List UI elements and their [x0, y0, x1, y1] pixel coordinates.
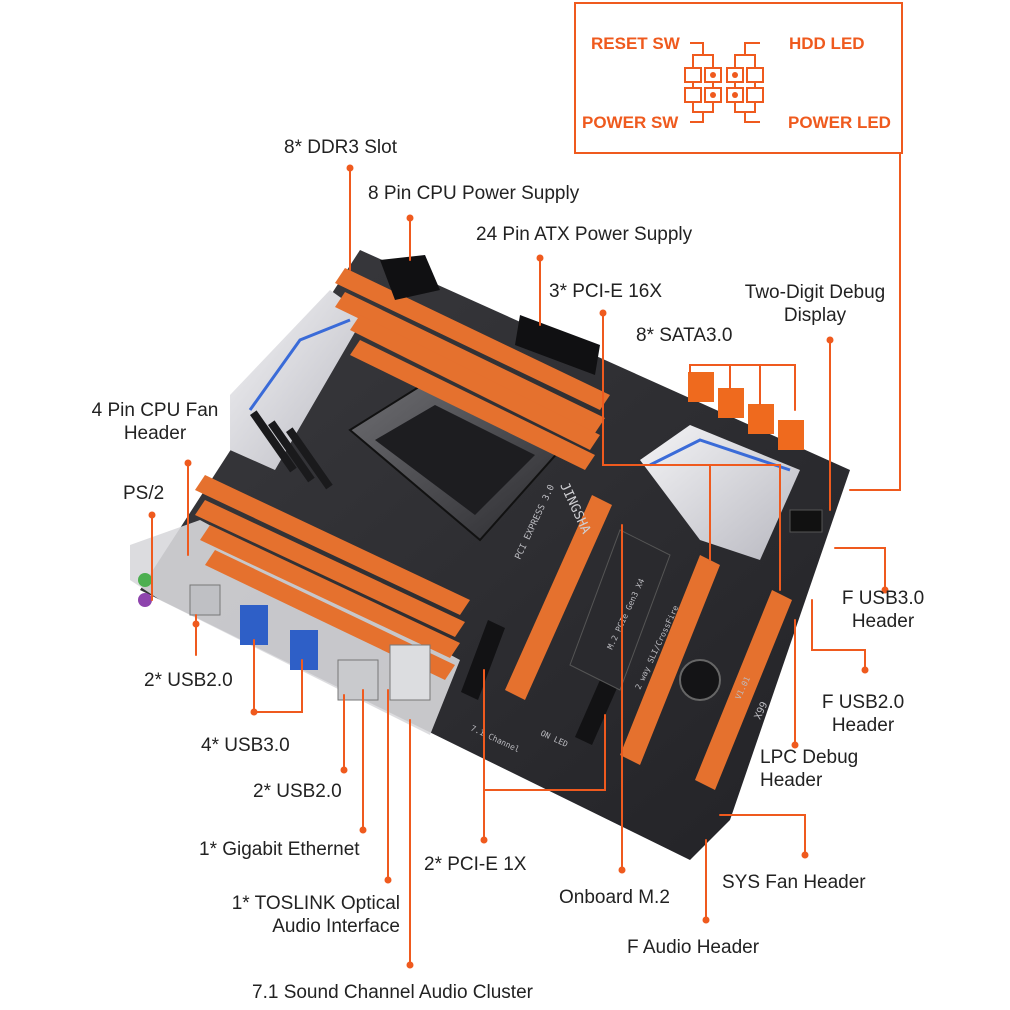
leader-front-panel [849, 152, 901, 491]
cpu-8pin-connector [380, 255, 440, 300]
inset-border [574, 2, 903, 154]
ps2-label: PS/2 [123, 483, 165, 504]
pcie1-label: 2* PCI-E 1X [424, 854, 527, 875]
heatsink-stripe [248, 318, 351, 411]
vrm-fins [250, 410, 333, 490]
f-usb3-label: F USB3.0 Header [828, 587, 938, 633]
debug-label-line1: Two-Digit Debug [744, 282, 886, 303]
leader-sys-fan [719, 814, 806, 856]
usb3-rear-label: 4* USB3.0 [201, 735, 290, 756]
atx-24pin-connector [515, 315, 600, 375]
chipset-stripe [649, 438, 791, 472]
cpu-fan-label: 4 Pin CPU Fan Header [80, 399, 230, 445]
usb2-rear-b-label: 2* USB2.0 [253, 781, 342, 802]
lpc-label-line2: Header [760, 770, 823, 791]
leader-dots [148, 164, 889, 969]
sound-cluster-label: 7.1 Sound Channel Audio Cluster [252, 982, 533, 1003]
toslink-label-line1: 1* TOSLINK Optical [231, 893, 400, 914]
pcie16-label: 3* PCI-E 16X [549, 281, 662, 302]
sata-ports [688, 372, 804, 450]
ddr3-slots-top [335, 268, 610, 470]
f-audio-label: F Audio Header [627, 937, 760, 958]
cpu-fan-label-line1: 4 Pin CPU Fan [91, 400, 219, 421]
hdd-led-label: HDD LED [789, 34, 865, 53]
leader-usb3 [253, 639, 303, 713]
leader-lines [151, 152, 901, 966]
debug-label-line2: Display [783, 305, 847, 326]
f-usb2-label: F USB2.0 Header [808, 691, 918, 737]
reset-sw-label: RESET SW [591, 34, 680, 53]
f-usb3-label-line1: F USB3.0 [841, 588, 925, 609]
leader-pcie16 [602, 312, 781, 591]
power-led-label: POWER LED [788, 113, 891, 132]
ddr3-label: 8* DDR3 Slot [284, 137, 397, 158]
rear-io-ports [138, 573, 431, 701]
cmos-battery [679, 659, 721, 701]
sys-fan-label: SYS Fan Header [722, 872, 866, 893]
m2-label: Onboard M.2 [559, 887, 670, 908]
f-usb3-label-line2: Header [851, 611, 915, 632]
front-panel-header-inset [574, 2, 903, 154]
cpu-power-label: 8 Pin CPU Power Supply [368, 183, 580, 204]
leader-sata [689, 364, 796, 411]
f-usb2-label-line2: Header [831, 715, 895, 736]
debug-display [789, 509, 823, 533]
lpc-label: LPC Debug Header [760, 746, 858, 792]
power-sw-label: POWER SW [582, 113, 679, 132]
f-usb2-label-line1: F USB2.0 [821, 692, 905, 713]
toslink-label-line2: Audio Interface [272, 916, 400, 937]
atx-power-label: 24 Pin ATX Power Supply [476, 224, 693, 245]
leader-f-usb2 [811, 599, 866, 671]
sata-label: 8* SATA3.0 [636, 325, 733, 346]
pcie-16x-slots [505, 495, 792, 790]
leader-f-usb3 [834, 547, 886, 591]
m2-slot [569, 529, 671, 691]
usb2-rear-a-label: 2* USB2.0 [144, 670, 233, 691]
motherboard: JINGSHA PCI EXPRESS 3.0 M.2 PCIe Gen3 X4… [130, 250, 850, 860]
pcb [140, 250, 850, 860]
lpc-label-line1: LPC Debug [760, 747, 859, 768]
pcie-1x-slots [461, 620, 617, 745]
header-pins [684, 42, 764, 123]
leader-pcie1 [483, 669, 606, 791]
debug-label: Two-Digit Debug Display [735, 281, 895, 327]
toslink-label: 1* TOSLINK Optical Audio Interface [180, 892, 400, 938]
cpu-fan-label-line2: Header [123, 423, 187, 444]
cpu-socket-lid [375, 405, 535, 515]
ethernet-label: 1* Gigabit Ethernet [199, 839, 360, 860]
